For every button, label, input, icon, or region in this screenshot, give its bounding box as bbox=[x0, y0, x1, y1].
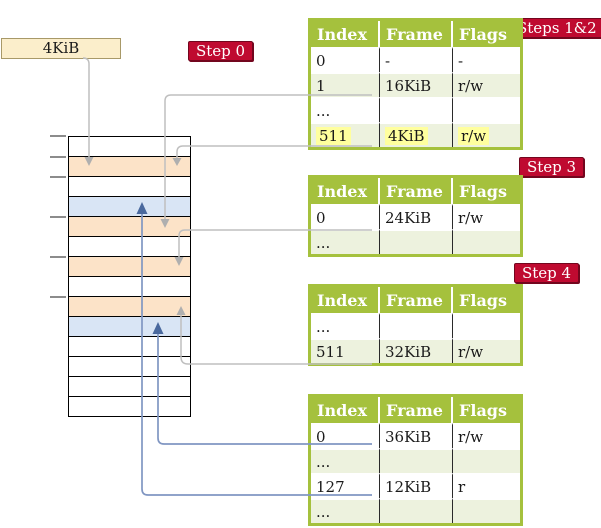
highlighted-value: 4KiB bbox=[385, 126, 428, 145]
memory-tick bbox=[50, 176, 66, 178]
table-cell: 0 bbox=[311, 47, 380, 72]
table-cell: 511 bbox=[311, 338, 380, 363]
memory-frame-row-page-table bbox=[69, 217, 190, 237]
table-cell bbox=[453, 448, 520, 473]
column-header-index: Index bbox=[311, 21, 380, 47]
column-header-index: Index bbox=[311, 178, 380, 204]
memory-frame-row-free bbox=[69, 277, 190, 297]
badge-step-4: Step 4 bbox=[514, 263, 580, 283]
table-cell: 0 bbox=[311, 423, 380, 448]
memory-frame-row-page-table bbox=[69, 257, 190, 277]
table-cell: r bbox=[453, 473, 520, 498]
table-cell: r/w bbox=[453, 72, 520, 97]
memory-frame-row-mapped-page bbox=[69, 197, 190, 217]
table-cell: 36KiB bbox=[380, 423, 453, 448]
table-cell: 24KiB bbox=[380, 204, 453, 229]
table-row: ... bbox=[311, 498, 520, 523]
table-cell: ... bbox=[311, 498, 380, 523]
table-cell bbox=[453, 229, 520, 254]
memory-tick bbox=[50, 216, 66, 218]
table-cell: 4KiB bbox=[380, 122, 453, 147]
table-row: ... bbox=[311, 229, 520, 254]
memory-frame-row-free bbox=[69, 177, 190, 197]
memory-tick bbox=[50, 156, 66, 158]
column-header-flags: Flags bbox=[453, 397, 520, 423]
memory-frame-row-free bbox=[69, 397, 190, 416]
table-cell: 511 bbox=[311, 122, 380, 147]
table-cell: 16KiB bbox=[380, 72, 453, 97]
table-cell: r/w bbox=[453, 338, 520, 363]
table-cell: 127 bbox=[311, 473, 380, 498]
badge-step-3: Step 3 bbox=[519, 157, 585, 177]
column-header-index: Index bbox=[311, 287, 380, 313]
table-row: 511 4KiB r/w bbox=[311, 122, 520, 147]
table-cell: r/w bbox=[453, 204, 520, 229]
table-cell bbox=[453, 498, 520, 523]
column-header-index: Index bbox=[311, 397, 380, 423]
memory-frame-row-free bbox=[69, 357, 190, 377]
table-row: 0-- bbox=[311, 47, 520, 72]
table-cell: ... bbox=[311, 229, 380, 254]
memory-frame-row-page-table bbox=[69, 157, 190, 177]
table-cell bbox=[453, 97, 520, 122]
memory-frame-row-page-table bbox=[69, 297, 190, 317]
badge-steps-1-2: Steps 1&2 bbox=[509, 18, 601, 38]
table-cell: ... bbox=[311, 313, 380, 338]
table-cell bbox=[380, 498, 453, 523]
memory-tick bbox=[50, 296, 66, 298]
table-row: ... bbox=[311, 313, 520, 338]
table-cell bbox=[380, 448, 453, 473]
memory-frame-row-free bbox=[69, 237, 190, 257]
column-header-frame: Frame bbox=[380, 397, 453, 423]
memory-tick bbox=[50, 256, 66, 258]
table-cell bbox=[380, 229, 453, 254]
table-cell: 1 bbox=[311, 72, 380, 97]
table-cell bbox=[380, 313, 453, 338]
table-cell: 32KiB bbox=[380, 338, 453, 363]
table-cell bbox=[380, 97, 453, 122]
memory-tick bbox=[50, 135, 66, 137]
table-cell: ... bbox=[311, 448, 380, 473]
memory-frame-row-free bbox=[69, 377, 190, 397]
table-cell: - bbox=[380, 47, 453, 72]
table-cell: - bbox=[453, 47, 520, 72]
column-header-flags: Flags bbox=[453, 287, 520, 313]
table-cell: r/w bbox=[453, 423, 520, 448]
highlighted-value: r/w bbox=[458, 126, 490, 145]
table-cell bbox=[453, 313, 520, 338]
physical-memory-stack bbox=[68, 136, 191, 417]
highlighted-value: 511 bbox=[316, 126, 351, 145]
column-header-frame: Frame bbox=[380, 178, 453, 204]
column-header-flags: Flags bbox=[453, 178, 520, 204]
table-cell: r/w bbox=[453, 122, 520, 147]
column-header-flags: Flags bbox=[453, 21, 520, 47]
memory-frame-row-mapped-page bbox=[69, 317, 190, 337]
table-cell: ... bbox=[311, 97, 380, 122]
memory-frame-row-free bbox=[69, 137, 190, 157]
badge-step-0: Step 0 bbox=[188, 41, 254, 61]
table-cell: 0 bbox=[311, 204, 380, 229]
frame-4kib-box: 4KiB bbox=[1, 38, 121, 59]
table-cell: 12KiB bbox=[380, 473, 453, 498]
column-header-frame: Frame bbox=[380, 21, 453, 47]
table-row: ... bbox=[311, 448, 520, 473]
table-row: ... bbox=[311, 97, 520, 122]
memory-frame-row-free bbox=[69, 337, 190, 357]
column-header-frame: Frame bbox=[380, 287, 453, 313]
